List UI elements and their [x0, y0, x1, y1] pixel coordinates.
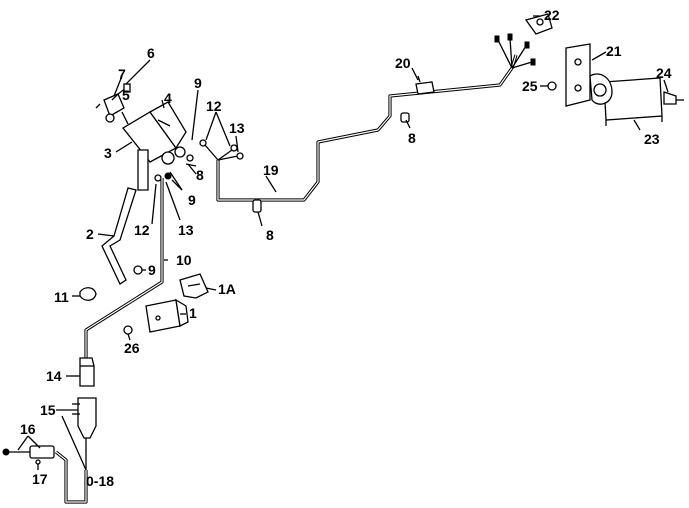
- callout-6: 6: [147, 45, 155, 61]
- nut-25: [547, 81, 557, 91]
- wire-harness-end: [494, 33, 536, 69]
- tube-10: [84, 178, 164, 358]
- callout-labels: 22 21 24 25 23 20 8 19 8 12 13 9 8 9 12 …: [20, 7, 672, 489]
- callout-23: 23: [644, 131, 660, 147]
- grommet-26: [123, 325, 133, 335]
- callout-7: 7: [118, 66, 126, 82]
- callout-21: 21: [606, 43, 622, 59]
- clamp-11: [79, 287, 97, 301]
- gear-sector-22: [524, 13, 553, 35]
- bracket-21: [565, 43, 591, 107]
- main-tube-19: [216, 54, 518, 202]
- callout-14: 14: [46, 368, 62, 384]
- pedal-rod-2: [101, 187, 137, 285]
- motor-23: [589, 73, 663, 126]
- clip-8-lower: [252, 199, 262, 213]
- callout-9-upper: 9: [194, 75, 202, 91]
- callout-11: 11: [54, 289, 69, 305]
- switch-box-1: [145, 298, 189, 333]
- fittings-cluster: [154, 146, 197, 182]
- callout-13-upper: 13: [229, 120, 245, 136]
- callout-18: 0-18: [86, 473, 114, 489]
- callout-1: 1: [189, 305, 197, 321]
- line-18: [55, 450, 88, 504]
- cylinder-14: [79, 357, 95, 387]
- switch-5-6-7: [95, 83, 131, 125]
- cap-24: [663, 91, 684, 105]
- callout-9-lower: 9: [148, 262, 156, 278]
- callout-8-lower: 8: [266, 227, 274, 243]
- clip-20: [415, 75, 435, 95]
- callout-12-upper: 12: [206, 98, 222, 114]
- callout-24: 24: [656, 65, 672, 81]
- clip-8-upper: [400, 112, 410, 123]
- callout-13-lower: 13: [178, 222, 194, 238]
- callout-19: 19: [263, 162, 279, 178]
- callout-12-lower: 12: [134, 222, 150, 238]
- valve-15: [72, 397, 97, 470]
- callout-25: 25: [522, 78, 538, 94]
- callout-4: 4: [164, 90, 172, 106]
- callout-9-mid: 9: [188, 192, 196, 208]
- callout-8-upper: 8: [408, 130, 416, 146]
- callout-16: 16: [20, 421, 36, 437]
- callout-10: 10: [176, 252, 192, 268]
- leader-lines: [17, 15, 669, 471]
- callout-22: 22: [544, 7, 560, 23]
- callout-8-mid: 8: [196, 167, 204, 183]
- callout-20: 20: [395, 55, 411, 71]
- callout-17: 17: [32, 471, 48, 487]
- nut-9-lower: [133, 265, 143, 275]
- connector-16: [2, 445, 55, 465]
- callout-2: 2: [86, 226, 94, 242]
- callout-3: 3: [104, 145, 112, 161]
- wire-branch-12-13: [199, 139, 244, 161]
- bracket-4: [149, 101, 187, 150]
- bracket-1a: [179, 273, 209, 299]
- callout-5: 5: [122, 87, 130, 103]
- callout-15: 15: [40, 402, 56, 418]
- callout-26: 26: [124, 340, 140, 356]
- callout-1a: 1A: [218, 281, 236, 297]
